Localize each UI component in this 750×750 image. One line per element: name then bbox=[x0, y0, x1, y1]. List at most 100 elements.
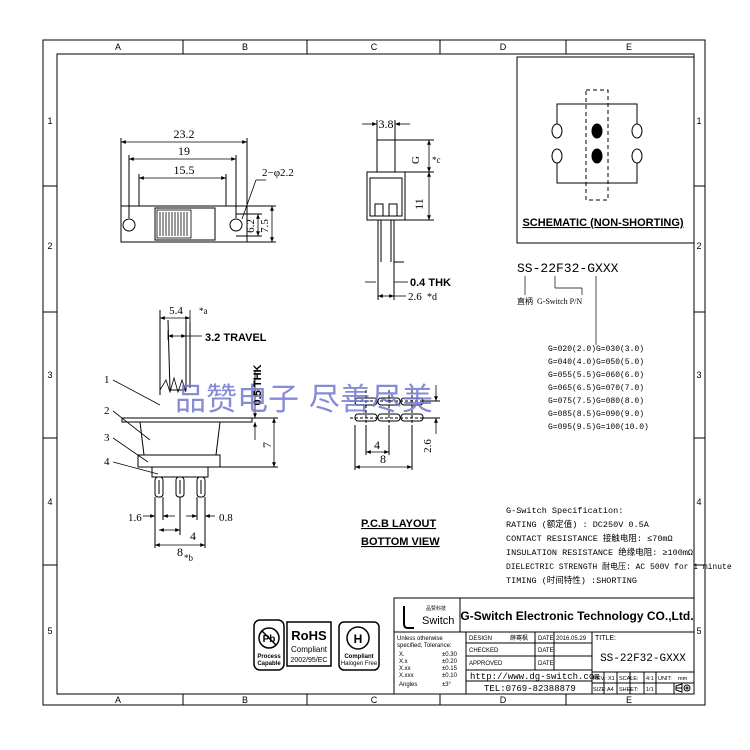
pcb-dim-row: 2.6 bbox=[422, 439, 434, 453]
scale-value: 4:1 bbox=[646, 676, 654, 682]
pcb-subtitle: BOTTOM VIEW bbox=[361, 536, 440, 548]
compliance-badges: Pb Process Capable RoHS Compliant 2002/9… bbox=[253, 619, 380, 671]
tolerance-value: ±0.10 bbox=[442, 673, 458, 679]
sheet-label: SHEET: bbox=[619, 687, 639, 693]
tolerance-key: Angles bbox=[399, 682, 417, 688]
schematic-title: SCHEMATIC (NON-SHORTING) bbox=[522, 217, 683, 229]
dim-g-label: G bbox=[410, 156, 422, 164]
actuator-ribbing bbox=[159, 376, 187, 394]
tolerance-key: X. bbox=[399, 652, 405, 658]
spec-line: TIMING (时间特性) :SHORTING bbox=[506, 575, 637, 586]
callout-2: 2 bbox=[104, 405, 110, 417]
callout-3: 3 bbox=[104, 432, 110, 444]
col-label-a-bottom: A bbox=[115, 695, 121, 705]
part-number: SS-22F32-GXXX bbox=[517, 261, 619, 276]
g-option: G=020(2.0) bbox=[548, 345, 596, 354]
g-option: G=055(5.5) bbox=[548, 371, 596, 380]
checked-date-label: DATE bbox=[538, 648, 554, 654]
tolerance-key: X.x bbox=[399, 659, 408, 665]
pcb-dim-total: 8 bbox=[380, 452, 386, 466]
company-url: http://www.dg-switch.com bbox=[470, 672, 600, 682]
design-value: 薛骞枫 bbox=[510, 634, 528, 642]
dim-thk-vertical: 0.5 THK bbox=[252, 364, 264, 405]
drawing-frame bbox=[42, 39, 706, 706]
dim-body-height: 11 bbox=[412, 198, 426, 210]
col-label-c-bottom: C bbox=[371, 695, 378, 705]
dim-pin-span: 2.6 bbox=[408, 291, 422, 303]
design-date-label: DATE bbox=[538, 636, 554, 642]
dim-outer-height: 7.5 bbox=[259, 219, 271, 233]
rohs-compliant-text: Compliant bbox=[291, 645, 328, 654]
halogen-free-text: Halogen Free bbox=[341, 661, 378, 667]
tolerance-key: X.xxx bbox=[399, 673, 414, 679]
logo-text: Switch bbox=[422, 615, 454, 627]
row-label-4-right: 4 bbox=[696, 497, 701, 507]
pcb-dim-pitch: 4 bbox=[374, 438, 380, 452]
row-label-1: 1 bbox=[47, 116, 52, 126]
g-option: G=090(9.0) bbox=[596, 410, 644, 419]
callout-1: 1 bbox=[104, 374, 110, 386]
g-option: G=100(10.0) bbox=[596, 423, 649, 432]
col-label-c: C bbox=[371, 42, 378, 52]
row-label-4: 4 bbox=[47, 497, 52, 507]
logo-small-text: 品赞科技 bbox=[426, 605, 446, 612]
col-label-b: B bbox=[242, 42, 248, 52]
row-label-3-right: 3 bbox=[696, 370, 701, 380]
col-label-b-bottom: B bbox=[242, 695, 248, 705]
spec-line: CONTACT RESISTANCE 接触电阻: ≤70mΩ bbox=[506, 533, 673, 544]
title-label: TITLE: bbox=[595, 635, 616, 642]
watermark: 品赞电子 尽善尽美 bbox=[175, 382, 433, 418]
dim-overall-width: 23.2 bbox=[174, 127, 195, 141]
projection-symbol-icon bbox=[675, 683, 691, 693]
unit-value: mm bbox=[678, 676, 688, 682]
tolerance-heading-1: Unless otherwise bbox=[397, 636, 443, 642]
travel-label: 3.2 TRAVEL bbox=[205, 332, 267, 344]
approved-label: APPROVED bbox=[469, 661, 503, 667]
row-label-2-right: 2 bbox=[696, 241, 701, 251]
rohs-text: RoHS bbox=[291, 628, 327, 643]
dim-pin-total: 8 bbox=[177, 545, 183, 559]
company-name: G-Switch Electronic Technology CO.,Ltd. bbox=[460, 609, 693, 623]
size-value: A4 bbox=[607, 687, 614, 693]
process-capable-badge: Pb Process Capable bbox=[253, 619, 285, 671]
col-label-d-bottom: D bbox=[500, 695, 507, 705]
row-label-1-right: 1 bbox=[696, 116, 701, 126]
company-phone: TEL:0769-82388879 bbox=[484, 684, 576, 694]
tolerance-table: X. ±0.30 X.x ±0.20 X.xx ±0.15 X.xxx ±0.1… bbox=[399, 652, 458, 688]
g-option: G=050(5.0) bbox=[596, 358, 644, 367]
drawing-text: Pb bbox=[263, 634, 276, 645]
col-label-a: A bbox=[115, 42, 121, 52]
scale-label: SCALE: bbox=[619, 676, 639, 682]
frame-zone-labels: A B C D E A B C D E 1 2 3 4 5 1 2 3 4 5 bbox=[47, 42, 701, 705]
process-text: Process bbox=[257, 654, 281, 660]
capable-text: Capable bbox=[257, 661, 281, 667]
rev-value: X1 bbox=[608, 676, 615, 682]
g-option: G=065(6.5) bbox=[548, 384, 596, 393]
dim-inner-height: 6.2 bbox=[245, 219, 257, 233]
col-label-d: D bbox=[500, 42, 507, 52]
spec-heading: G-Switch Specification: bbox=[506, 506, 623, 516]
g-option: G=080(8.0) bbox=[596, 397, 644, 406]
g-option: G=070(7.0) bbox=[596, 384, 644, 393]
dim-pin-pitch: 4 bbox=[190, 529, 196, 543]
dim-body-height-front: 7 bbox=[260, 442, 274, 448]
schematic-panel: SCHEMATIC (NON-SHORTING) bbox=[516, 56, 695, 244]
hole-callout: 2−φ2.2 bbox=[262, 167, 294, 179]
part-number-block: SS-22F32-GXXX 直柄 G-Switch P/N G=020(2.0)… bbox=[517, 261, 649, 432]
pn-label-cn: 直柄 bbox=[517, 296, 533, 306]
specification-block: G-Switch Specification: RATING (额定值) : D… bbox=[506, 506, 732, 586]
side-view: 3.8 G *c 11 0.4 THK 2.6 *d bbox=[362, 117, 451, 303]
g-option: G=095(9.5) bbox=[548, 423, 596, 432]
title-value: SS-22F32-GXXX bbox=[600, 653, 686, 665]
dim-hole-spacing: 19 bbox=[178, 144, 190, 158]
top-view: 23.2 19 15.5 2−φ2.2 6.2 7.5 bbox=[120, 127, 294, 243]
rohs-badge: RoHS Compliant 2002/95/EC bbox=[286, 621, 332, 667]
design-date: 2016.05.29 bbox=[556, 636, 587, 642]
checked-label: CHECKED bbox=[469, 648, 499, 654]
halogen-free-badge: H Compliant Halogen Free bbox=[338, 621, 380, 671]
approved-date-label: DATE bbox=[538, 661, 554, 667]
unit-label: UNIT: bbox=[658, 676, 672, 682]
tolerance-value: ±0.15 bbox=[442, 666, 458, 672]
slider-knob bbox=[156, 209, 192, 239]
pn-label-gswitch: G-Switch P/N bbox=[537, 297, 582, 306]
